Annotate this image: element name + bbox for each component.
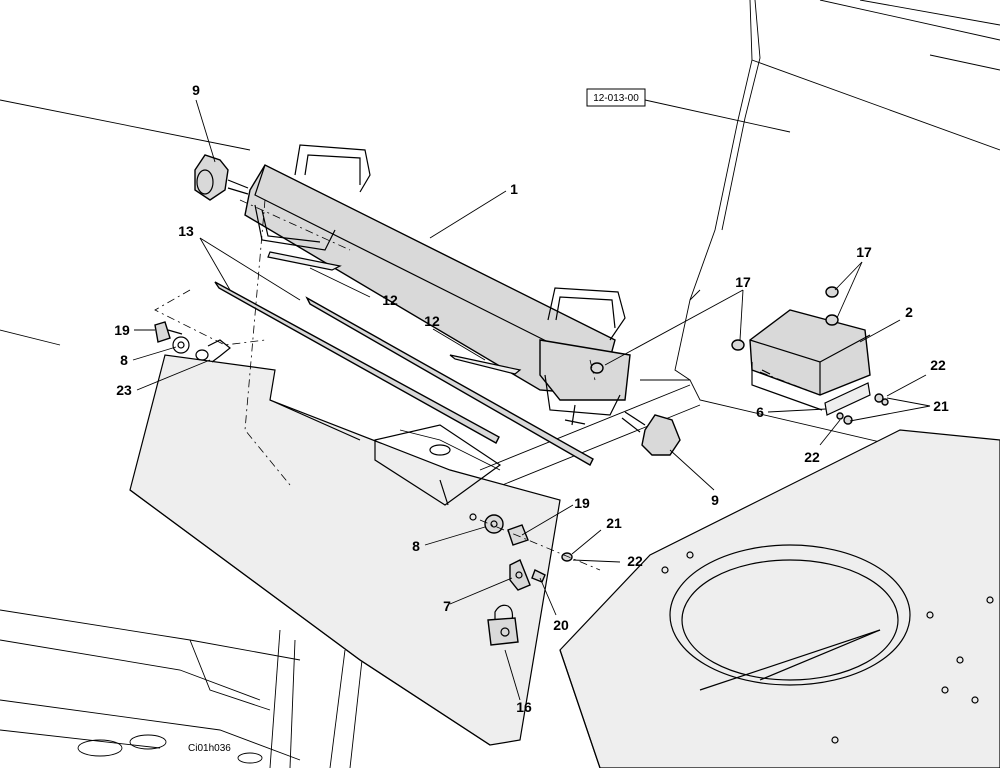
callout-16: 16 [516, 699, 532, 715]
callout-2: 2 [905, 304, 913, 320]
callout-22-lower: 22 [627, 553, 643, 569]
callout-19-left: 19 [114, 322, 130, 338]
callout-23: 23 [116, 382, 132, 398]
callout-21-right: 21 [933, 398, 949, 414]
reference-tag-label: 12-013-00 [593, 93, 639, 104]
callout-12-lower: 12 [424, 313, 440, 329]
console-housing [129, 354, 561, 746]
callout-22-bottom: 22 [804, 449, 820, 465]
holder-bracket [244, 144, 631, 426]
callout-22-right: 22 [930, 357, 946, 373]
callout-8-lower: 8 [412, 538, 420, 554]
knob-right [621, 411, 681, 456]
callout-8-left: 8 [120, 352, 128, 368]
callout-17-upper: 17 [856, 244, 872, 260]
callout-7: 7 [443, 598, 451, 614]
rod-clips [267, 251, 522, 375]
callout-20: 20 [553, 617, 569, 633]
callout-9-left: 9 [192, 82, 200, 98]
fasteners [154, 286, 889, 583]
reference-tag: 12-013-00 [586, 88, 646, 107]
callout-6: 6 [756, 404, 764, 420]
latch-bracket [509, 559, 531, 591]
electronic-module [749, 309, 871, 416]
callout-21-lower: 21 [606, 515, 622, 531]
rods [214, 281, 594, 466]
padlock [487, 604, 519, 646]
knob-left [194, 154, 249, 201]
callout-labels: 9 1 13 12 12 19 8 23 17 17 2 22 21 6 22 … [114, 82, 949, 715]
callout-17-lower: 17 [735, 274, 751, 290]
figure-code: Ci01h036 [188, 743, 231, 754]
fuel-tank [559, 429, 1000, 768]
leader-lines [132, 99, 931, 701]
callout-9-right: 9 [711, 492, 719, 508]
callout-12-upper: 12 [382, 292, 398, 308]
callout-13: 13 [178, 223, 194, 239]
callout-1: 1 [510, 181, 518, 197]
assembly-centerlines [154, 199, 821, 571]
callout-19-lower: 19 [574, 495, 590, 511]
